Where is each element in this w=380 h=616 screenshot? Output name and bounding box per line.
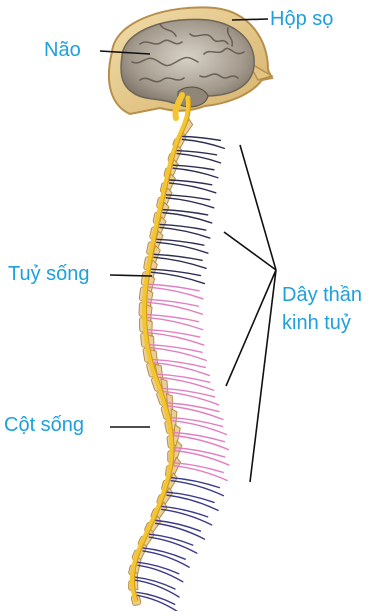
spinal-nerve — [157, 239, 204, 245]
spinal-nerve — [149, 534, 193, 545]
spinal-nerve — [148, 302, 203, 314]
leader-spinal-cord — [110, 275, 152, 276]
spinal-nerve — [171, 478, 219, 488]
spinal-nerves-label: Dây thần kinh tuỷ — [282, 281, 362, 337]
leader-nerve-2 — [224, 232, 276, 270]
spinal-nerve — [156, 520, 201, 531]
spinal-nerve — [175, 451, 229, 465]
spinal-nerve — [162, 506, 208, 516]
spinal-nerve — [160, 224, 206, 230]
spinal-nerve — [143, 548, 185, 559]
spinal-nerve — [136, 580, 179, 597]
brain-label: Não — [44, 40, 81, 60]
spinal-nerve — [182, 139, 224, 148]
spinal-nerve — [167, 492, 214, 502]
spinal-nerve — [163, 210, 208, 215]
leader-nerve-1 — [240, 145, 276, 270]
skull-label: Hộp sọ — [270, 9, 333, 29]
spinal-nerve — [174, 436, 229, 450]
spinal-nerve — [136, 577, 175, 589]
spinal-nerves-label-line2: kinh tuỷ — [282, 309, 362, 337]
spinal-nerves-label-line1: Dây thần — [282, 281, 362, 309]
spinal-nerve — [149, 287, 203, 299]
spine-label: Cột sống — [4, 415, 84, 435]
spinal-nerve — [150, 348, 206, 361]
spinal-nerve — [148, 333, 204, 345]
spinal-nerve — [138, 562, 179, 573]
spinal-nerve — [147, 318, 202, 330]
spinal-nerve — [137, 592, 175, 604]
spinal-cord-label: Tuỷ sống — [8, 264, 90, 284]
spinal-nerve — [154, 254, 202, 260]
leader-skull — [232, 19, 268, 20]
spinal-nerve — [151, 272, 204, 283]
